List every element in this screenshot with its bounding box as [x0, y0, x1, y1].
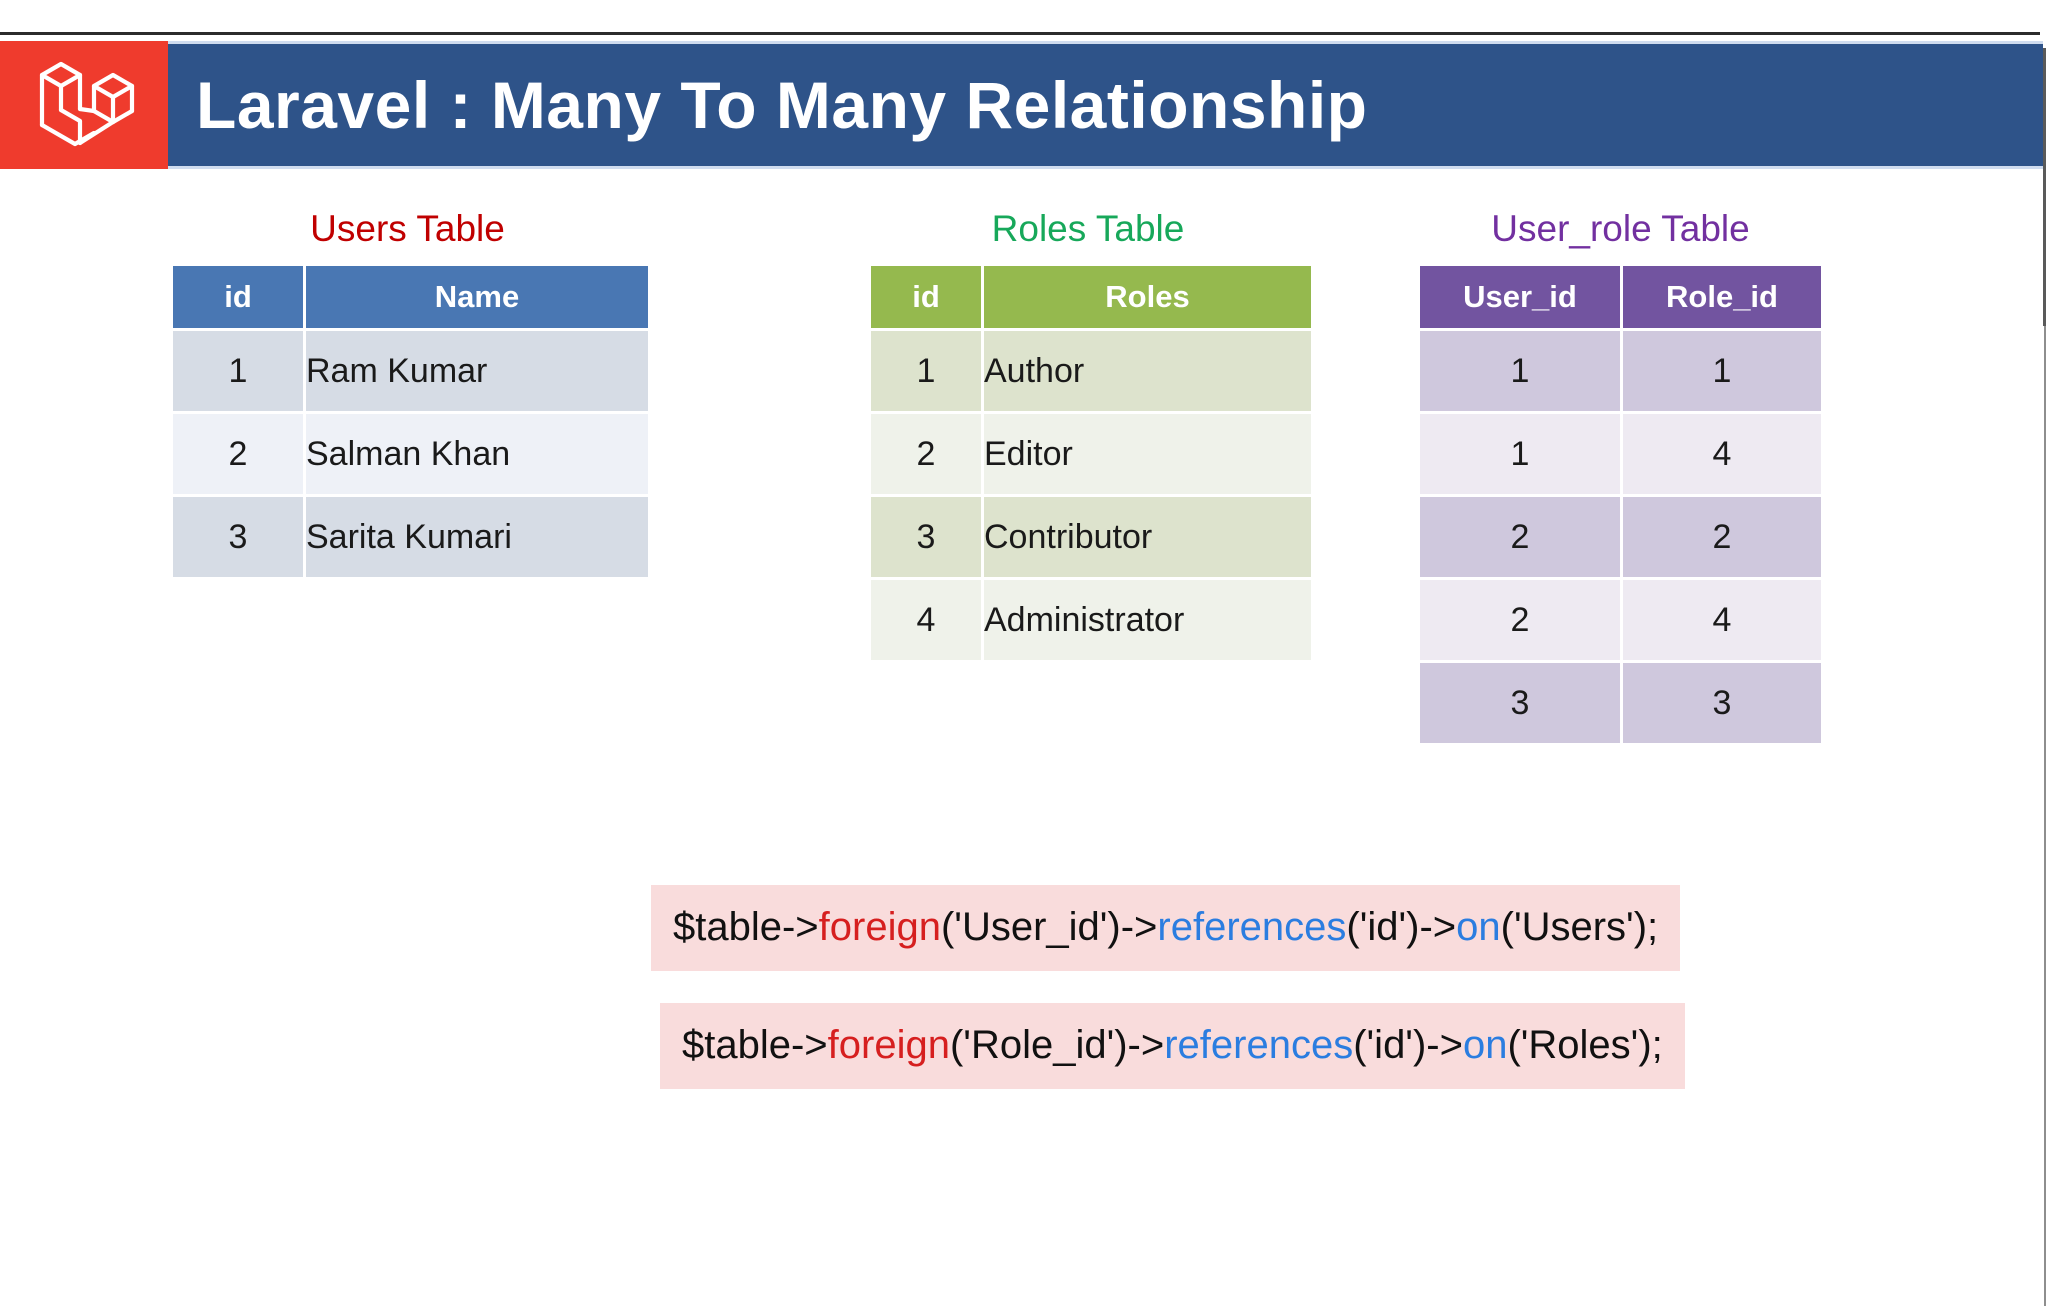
cell-role-id: 3	[1623, 663, 1821, 743]
cell-id: 2	[173, 414, 303, 494]
table-row: 3 Sarita Kumari	[173, 497, 648, 577]
column-header-role-id: Role_id	[1623, 266, 1821, 328]
table-header-row: id Name	[173, 266, 648, 328]
table-row: 2 4	[1420, 580, 1821, 660]
column-header-id: id	[871, 266, 981, 328]
users-table-caption: Users Table	[310, 208, 505, 249]
cell-name: Salman Khan	[306, 414, 648, 494]
table-row: 1 1	[1420, 331, 1821, 411]
table-row: 3 3	[1420, 663, 1821, 743]
cell-id: 4	[871, 580, 981, 660]
roles-table: id Roles 1 Author 2 Editor 3 Contributor	[868, 263, 1314, 663]
cell-user-id: 2	[1420, 497, 1620, 577]
cell-id: 3	[871, 497, 981, 577]
page-title: Laravel : Many To Many Relationship	[196, 68, 1368, 142]
cell-role-id: 4	[1623, 580, 1821, 660]
slide-root: Laravel : Many To Many Relationship User…	[0, 32, 2046, 1306]
cell-id: 1	[173, 331, 303, 411]
cell-role: Contributor	[984, 497, 1311, 577]
cell-role-id: 1	[1623, 331, 1821, 411]
banner-title-container: Laravel : Many To Many Relationship	[168, 41, 2043, 169]
table-row: 2 2	[1420, 497, 1821, 577]
laravel-logo-tile	[0, 41, 168, 169]
right-edge-rule-lower	[2044, 326, 2046, 1306]
table-row: 1 Ram Kumar	[173, 331, 648, 411]
code-token: ('Users');	[1500, 905, 1659, 949]
code-token: $table->	[673, 905, 819, 949]
cell-name: Sarita Kumari	[306, 497, 648, 577]
table-row: 1 4	[1420, 414, 1821, 494]
cell-id: 1	[871, 331, 981, 411]
table-row: 4 Administrator	[871, 580, 1311, 660]
title-banner: Laravel : Many To Many Relationship	[0, 41, 2043, 169]
table-row: 3 Contributor	[871, 497, 1311, 577]
user-role-table-caption: User_role Table	[1491, 208, 1750, 249]
column-header-id: id	[173, 266, 303, 328]
code-keyword-foreign: foreign	[827, 1023, 950, 1067]
code-token: ('id')->	[1346, 905, 1457, 949]
cell-id: 3	[173, 497, 303, 577]
table-row: 2 Salman Khan	[173, 414, 648, 494]
column-header-user-id: User_id	[1420, 266, 1620, 328]
users-table-block: Users Table id Name 1 Ram Kumar 2 Salman…	[170, 210, 651, 580]
code-keyword-references: references	[1164, 1023, 1354, 1067]
cell-user-id: 2	[1420, 580, 1620, 660]
code-token: ('Role_id')->	[949, 1023, 1165, 1067]
cell-user-id: 1	[1420, 331, 1620, 411]
cell-user-id: 3	[1420, 663, 1620, 743]
code-keyword-foreign: foreign	[818, 905, 941, 949]
cell-role-id: 2	[1623, 497, 1821, 577]
code-keyword-on: on	[1456, 905, 1501, 949]
code-keyword-references: references	[1157, 905, 1347, 949]
laravel-logo-icon	[28, 53, 140, 157]
user-role-table: User_id Role_id 1 1 1 4 2 2 2	[1417, 263, 1824, 746]
cell-id: 2	[871, 414, 981, 494]
code-token: ('id')->	[1353, 1023, 1463, 1067]
roles-table-caption: Roles Table	[991, 208, 1185, 249]
column-header-roles: Roles	[984, 266, 1311, 328]
table-header-row: User_id Role_id	[1420, 266, 1821, 328]
users-table: id Name 1 Ram Kumar 2 Salman Khan 3 Sari…	[170, 263, 651, 580]
code-line-foreign-role-id: $table->foreign('Role_id')->references('…	[660, 1003, 1685, 1089]
table-row: 1 Author	[871, 331, 1311, 411]
table-row: 2 Editor	[871, 414, 1311, 494]
code-keyword-on: on	[1462, 1023, 1508, 1067]
cell-role: Editor	[984, 414, 1311, 494]
cell-role: Author	[984, 331, 1311, 411]
cell-name: Ram Kumar	[306, 331, 648, 411]
right-edge-rule-upper	[2043, 48, 2046, 326]
cell-user-id: 1	[1420, 414, 1620, 494]
column-header-name: Name	[306, 266, 648, 328]
cell-role-id: 4	[1623, 414, 1821, 494]
table-header-row: id Roles	[871, 266, 1311, 328]
code-token: ('User_id')->	[940, 905, 1158, 949]
user-role-table-block: User_role Table User_id Role_id 1 1 1 4	[1417, 210, 1824, 746]
cell-role: Administrator	[984, 580, 1311, 660]
code-line-foreign-user-id: $table->foreign('User_id')->references('…	[651, 885, 1681, 971]
code-token: ('Roles');	[1507, 1023, 1663, 1067]
code-token: $table->	[682, 1023, 828, 1067]
top-divider-rule	[0, 32, 2040, 35]
roles-table-block: Roles Table id Roles 1 Author 2 Editor	[868, 210, 1314, 663]
